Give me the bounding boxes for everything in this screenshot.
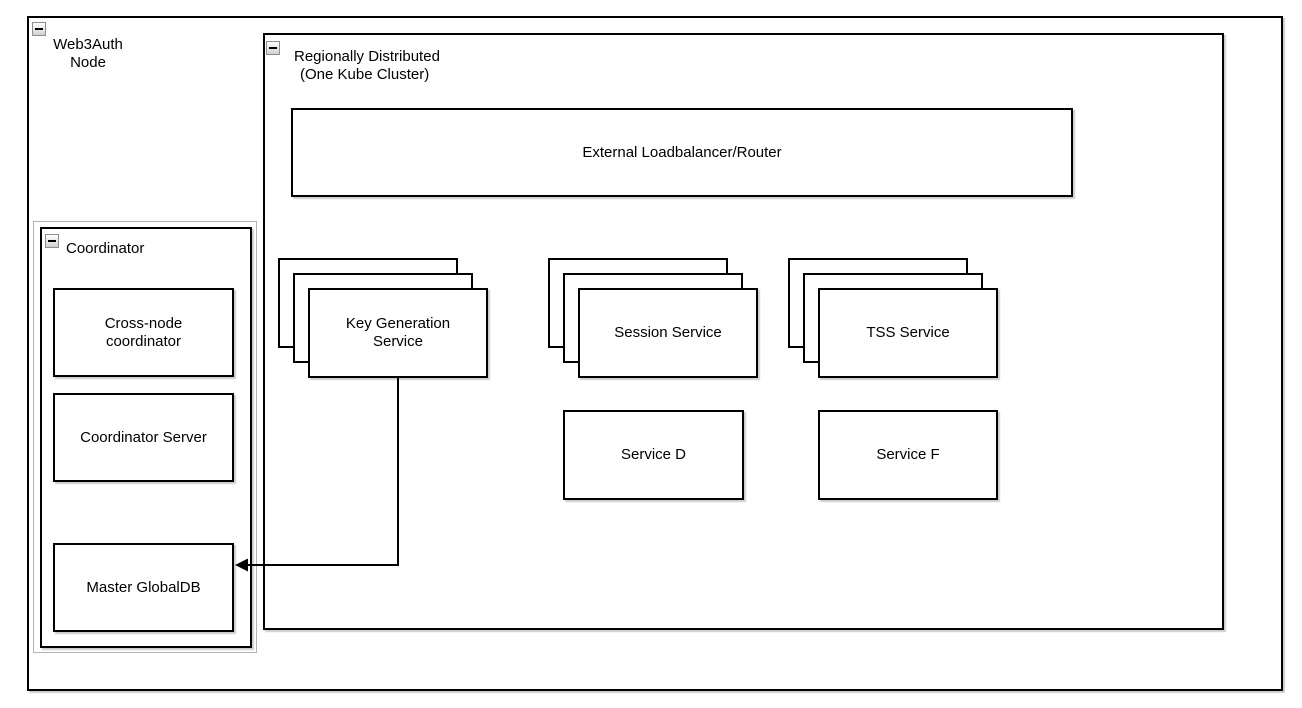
node-label: External Loadbalancer/Router: [582, 143, 782, 161]
node-key-generation-service: Key Generation Service: [308, 288, 488, 378]
collapse-minus-icon[interactable]: [32, 22, 46, 36]
minus-glyph: [269, 47, 277, 49]
node-label: Key Generation Service: [345, 315, 451, 350]
collapse-minus-icon[interactable]: [45, 234, 59, 248]
regionally-distributed-title: Regionally Distributed (One Kube Cluster…: [294, 48, 440, 84]
node-session-service: Session Service: [578, 288, 758, 378]
minus-glyph: [35, 28, 43, 30]
minus-glyph: [48, 240, 56, 242]
collapse-minus-icon[interactable]: [266, 41, 280, 55]
title-line: Regionally Distributed: [294, 48, 440, 65]
node-label: Cross-node coordinator: [104, 314, 183, 350]
node-tss-service: TSS Service: [818, 288, 998, 378]
node-label: Coordinator Server: [80, 428, 207, 446]
node-service-d: Service D: [563, 410, 744, 500]
node-service-f: Service F: [818, 410, 998, 500]
node-label: Service F: [876, 446, 940, 463]
node-external-loadbalancer: External Loadbalancer/Router: [291, 108, 1073, 197]
web3auth-node-title: Web3Auth Node: [46, 36, 130, 72]
title-line: Web3Auth: [53, 36, 123, 53]
node-label: Session Service: [614, 324, 722, 341]
coordinator-title: Coordinator: [66, 240, 145, 257]
node-coordinator-server: Coordinator Server: [53, 393, 234, 482]
node-label: Master GlobalDB: [86, 578, 201, 596]
title-line: (One Kube Cluster): [300, 66, 430, 83]
node-label: TSS Service: [866, 324, 950, 341]
node-label: Service D: [620, 446, 687, 463]
node-master-globaldb: Master GlobalDB: [53, 543, 234, 632]
node-cross-node-coordinator: Cross-node coordinator: [53, 288, 234, 377]
title-line: Node: [70, 54, 106, 71]
